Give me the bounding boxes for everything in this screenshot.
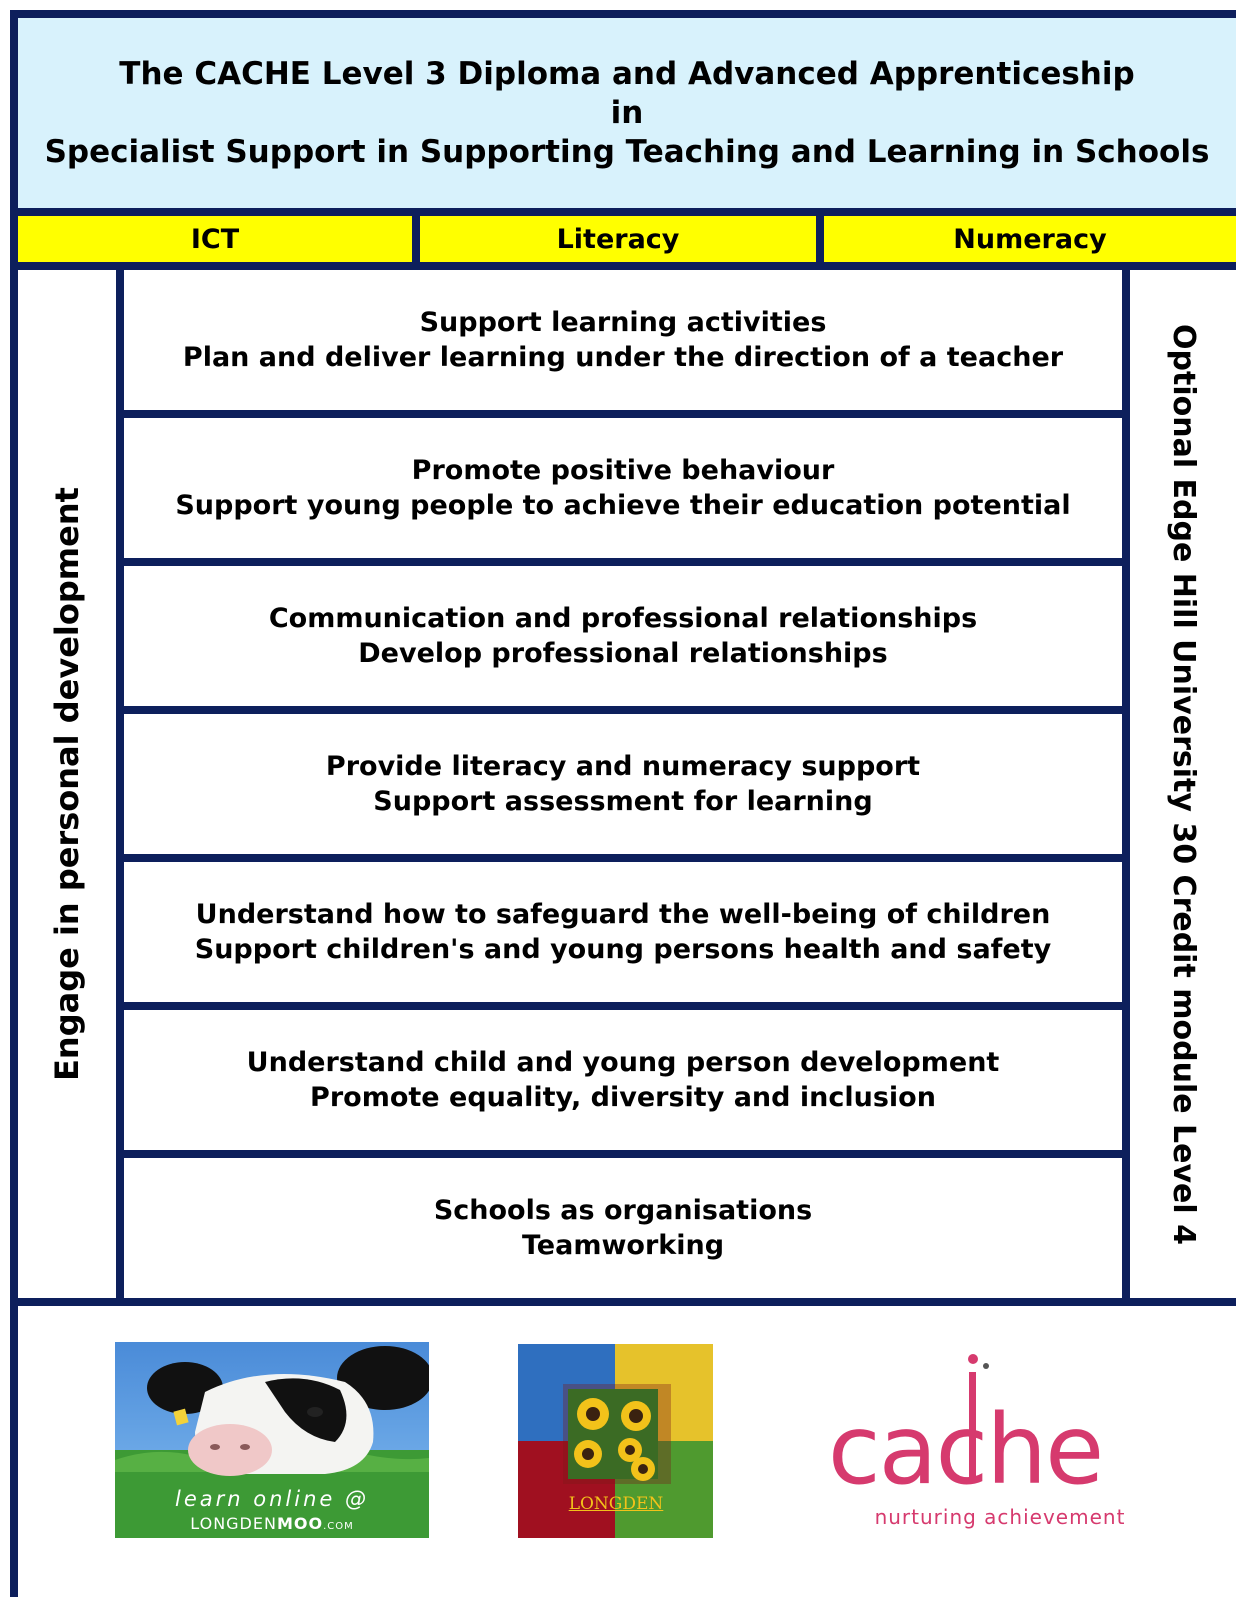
unit-title: Support learning activities (419, 307, 827, 338)
divider-line (10, 262, 1236, 270)
unit-divider (124, 854, 1122, 862)
page-frame (10, 10, 1236, 1597)
tab-divider (412, 216, 420, 262)
unit-box: Understand child and young person develo… (124, 1010, 1122, 1150)
divider-line (1122, 270, 1130, 1298)
unit-divider (124, 706, 1122, 714)
longden-name: LONGDEN (568, 1494, 664, 1514)
subject-tabs: ICT Literacy Numeracy (18, 216, 1236, 262)
unit-subtitle: Promote equality, diversity and inclusio… (310, 1082, 936, 1113)
right-label-panel: Optional Edge Hill University 30 Credit … (1130, 270, 1236, 1298)
longden-logo[interactable]: LONGDEN (518, 1344, 713, 1538)
cache-logo[interactable]: cache nurturing achievement (790, 1352, 1140, 1542)
unit-box: Communication and professional relations… (124, 566, 1122, 706)
unit-divider (124, 1002, 1122, 1010)
unit-title: Understand how to safeguard the well-bei… (195, 899, 1051, 930)
unit-title: Promote positive behaviour (411, 455, 835, 486)
unit-box: Provide literacy and numeracy support Su… (124, 714, 1122, 854)
title-line-3: Specialist Support in Supporting Teachin… (44, 133, 1210, 170)
unit-title: Provide literacy and numeracy support (325, 751, 921, 782)
tab-divider (816, 216, 824, 262)
left-label: Engage in personal development (48, 487, 86, 1081)
title-line-1: The CACHE Level 3 Diploma and Advanced A… (119, 55, 1135, 92)
divider-line (10, 1298, 1236, 1306)
unit-subtitle: Develop professional relationships (358, 638, 888, 669)
unit-subtitle: Support children's and young persons hea… (194, 934, 1052, 965)
unit-divider (124, 410, 1122, 418)
moo-brand-b: MOO (276, 1514, 324, 1533)
title-line-2: in (610, 94, 644, 131)
unit-box: Understand how to safeguard the well-bei… (124, 862, 1122, 1002)
cache-wordmark: cache (827, 1394, 1104, 1506)
tab-ict: ICT (18, 216, 412, 262)
cow-icon (115, 1346, 429, 1538)
right-label: Optional Edge Hill University 30 Credit … (1165, 323, 1201, 1245)
unit-title: Communication and professional relations… (268, 603, 978, 634)
tab-literacy: Literacy (420, 216, 816, 262)
longdenmoo-logo[interactable]: learn online @ LONGDENMOO.COM (115, 1342, 429, 1538)
cache-tagline: nurturing achievement (874, 1505, 1126, 1529)
cache-mark-icon (968, 1354, 989, 1480)
title-banner: The CACHE Level 3 Diploma and Advanced A… (18, 18, 1236, 208)
unit-divider (124, 558, 1122, 566)
unit-subtitle: Support young people to achieve their ed… (175, 490, 1071, 521)
unit-box: Promote positive behaviour Support young… (124, 418, 1122, 558)
unit-subtitle: Plan and deliver learning under the dire… (182, 342, 1064, 373)
unit-divider (124, 1150, 1122, 1158)
moo-brand: LONGDENMOO.COM (115, 1514, 429, 1533)
moo-tagline: learn online @ (175, 1487, 369, 1511)
tab-numeracy: Numeracy (824, 216, 1236, 262)
unit-box: Support learning activities Plan and del… (124, 270, 1122, 410)
unit-title: Understand child and young person develo… (246, 1047, 1000, 1078)
unit-title: Schools as organisations (433, 1195, 813, 1226)
unit-subtitle: Teamworking (521, 1230, 725, 1261)
left-label-panel: Engage in personal development (18, 270, 116, 1298)
divider-line (116, 270, 124, 1298)
unit-subtitle: Support assessment for learning (373, 786, 873, 817)
sunflower-icon (518, 1344, 713, 1538)
divider-line (10, 208, 1236, 216)
unit-box: Schools as organisations Teamworking (124, 1158, 1122, 1298)
moo-brand-c: .COM (323, 1521, 354, 1532)
moo-brand-a: LONGDEN (190, 1514, 277, 1533)
